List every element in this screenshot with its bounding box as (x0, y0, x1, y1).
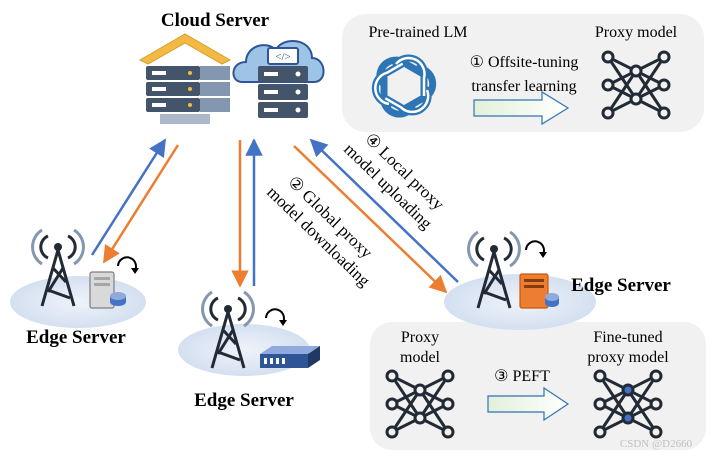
cell-tower-icon-middle (201, 290, 255, 369)
offsite-tuning-arrow-icon (473, 90, 570, 126)
server-rack-icon (146, 66, 230, 124)
download-text-group: ② Global proxy model downloading (263, 172, 376, 290)
proxy-model-label-top: Proxy model (595, 24, 678, 41)
fine-tuned-network-icon (593, 369, 663, 439)
cloud-icon: </> (232, 39, 325, 118)
refresh-arrowhead-right-icon (539, 252, 547, 258)
edge-device-icon-middle (260, 346, 320, 368)
roof-icon (138, 33, 232, 65)
peft-arrow-icon (487, 386, 570, 422)
edge-server-label-middle: Edge Server (194, 390, 294, 411)
cell-tower-icon-left (31, 228, 85, 307)
edge-server-right: Edge Server (444, 230, 671, 330)
edge-device-icon-right (519, 273, 559, 309)
upload-text-group: ④ Local proxy model uploading (340, 129, 448, 233)
fine-tuned-label-line1: Fine-tuned (593, 329, 662, 346)
proxy-model-network-icon-top (601, 50, 671, 120)
upload-arrow-left (90, 138, 167, 256)
edge-server-label-right: Edge Server (571, 275, 671, 296)
proxy-label-line2: model (400, 349, 441, 366)
offsite-tuning-label: ① Offsite-tuning (470, 54, 579, 71)
transfer-learning-label: transfer learning (471, 78, 576, 95)
edge-server-left: Edge Server (10, 228, 146, 348)
top-panel: Pre-trained LM Proxy model ① Offsite-tun… (342, 14, 704, 132)
edge-server-middle: Edge Server (178, 290, 320, 411)
proxy-label-line1: Proxy (401, 329, 439, 346)
refresh-arrowhead-left-icon (131, 268, 139, 274)
proxy-model-network-icon-bottom (385, 369, 455, 439)
edge-server-label-left: Edge Server (26, 327, 126, 348)
edge-device-icon-left (89, 271, 126, 309)
communication-arrows (90, 138, 459, 294)
bottom-panel: Proxy model Fine-tuned proxy model ③ PEF… (370, 322, 706, 450)
upload-arrow-right (309, 138, 459, 283)
download-arrow-left (102, 144, 180, 264)
cell-tower-icon-right (467, 230, 521, 309)
pretrained-lm-logo-icon (371, 54, 437, 118)
cloud-server: Cloud Server </> (138, 10, 325, 124)
download-arrow-right (293, 145, 448, 294)
peft-label: ③ PEFT (494, 368, 550, 385)
fine-tuned-label-line2: proxy model (587, 349, 669, 366)
refresh-arrowhead-middle-icon (279, 320, 287, 326)
cloud-server-label: Cloud Server (161, 10, 270, 31)
svg-text:</>: </> (275, 51, 290, 63)
watermark: CSDN @D2660 (620, 438, 693, 450)
pretrained-lm-label: Pre-trained LM (368, 24, 467, 41)
